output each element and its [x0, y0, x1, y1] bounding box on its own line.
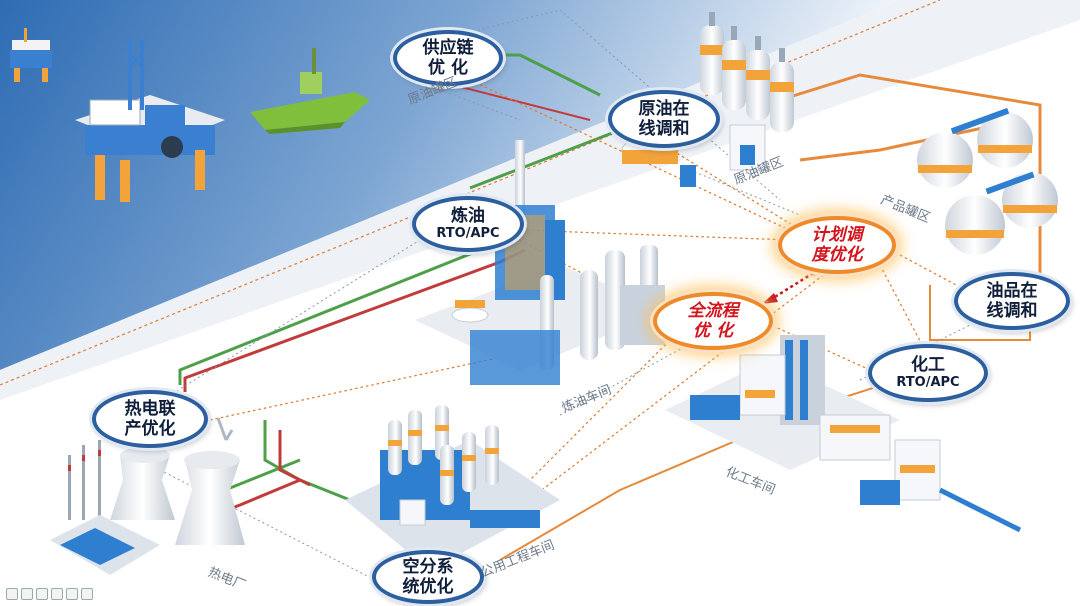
- node-supply-chain-line1: 供应链: [422, 37, 474, 58]
- node-chemical-rto-apc[interactable]: 化工 RTO/APC: [868, 344, 988, 402]
- green-vessel: [250, 48, 370, 134]
- node-air-separation[interactable]: 空分系 统优化: [372, 550, 484, 604]
- toolbar-menu-icon[interactable]: [66, 588, 78, 600]
- node-refining-rto-apc[interactable]: 炼油 RTO/APC: [412, 196, 524, 252]
- ground-band: [0, 0, 1080, 400]
- slide-toolbar: [6, 588, 93, 600]
- node-planning-scheduling[interactable]: 计划调 度优化: [778, 216, 896, 274]
- chemical-unit: [665, 335, 1022, 533]
- toolbar-next-icon[interactable]: [81, 588, 93, 600]
- toolbar-prev-icon[interactable]: [6, 588, 18, 600]
- node-product-blending[interactable]: 油品在 线调和: [954, 272, 1070, 330]
- product-spheres: [917, 107, 1058, 255]
- toolbar-zoom-icon[interactable]: [51, 588, 63, 600]
- offshore-platform-small: [10, 28, 52, 82]
- node-product-blending-line2: 线调和: [986, 301, 1038, 321]
- node-refining-line1: 炼油: [451, 206, 485, 227]
- toolbar-pen-icon[interactable]: [21, 588, 33, 600]
- node-crude-blending-line1: 原油在: [638, 98, 690, 119]
- toolbar-slides-icon[interactable]: [36, 588, 48, 600]
- node-full-process-line2: 优 化: [693, 321, 733, 341]
- node-crude-blending-line2: 线调和: [638, 119, 690, 139]
- node-product-blending-line1: 油品在: [986, 280, 1038, 301]
- node-chemical-line1: 化工: [911, 355, 945, 376]
- node-chp-optimization[interactable]: 热电联 产优化: [92, 390, 208, 448]
- node-chp-line2: 产优化: [124, 419, 176, 439]
- planning-fullprocess-link: [769, 268, 819, 302]
- node-planning-line2: 度优化: [811, 245, 863, 265]
- power-plant: [50, 440, 245, 575]
- link-arrow-head-a: [762, 293, 778, 304]
- crude-storage-silos: [700, 12, 794, 132]
- node-crude-blending[interactable]: 原油在 线调和: [608, 90, 720, 148]
- node-chp-line1: 热电联: [124, 398, 176, 419]
- offshore-platform-large: [75, 40, 225, 202]
- utility-unit: [345, 405, 560, 570]
- node-air-separation-line2: 统优化: [402, 577, 454, 597]
- power-line-icon: [216, 417, 234, 441]
- node-planning-line1: 计划调: [811, 224, 863, 245]
- node-supply-chain-line2: 优 化: [428, 58, 468, 78]
- node-chemical-line2: RTO/APC: [896, 375, 960, 391]
- node-full-process[interactable]: 全流程 优 化: [653, 292, 773, 350]
- node-air-separation-line1: 空分系: [402, 556, 454, 577]
- node-refining-line2: RTO/APC: [436, 226, 500, 242]
- node-supply-chain[interactable]: 供应链 优 化: [393, 30, 503, 86]
- node-full-process-line1: 全流程: [687, 300, 739, 321]
